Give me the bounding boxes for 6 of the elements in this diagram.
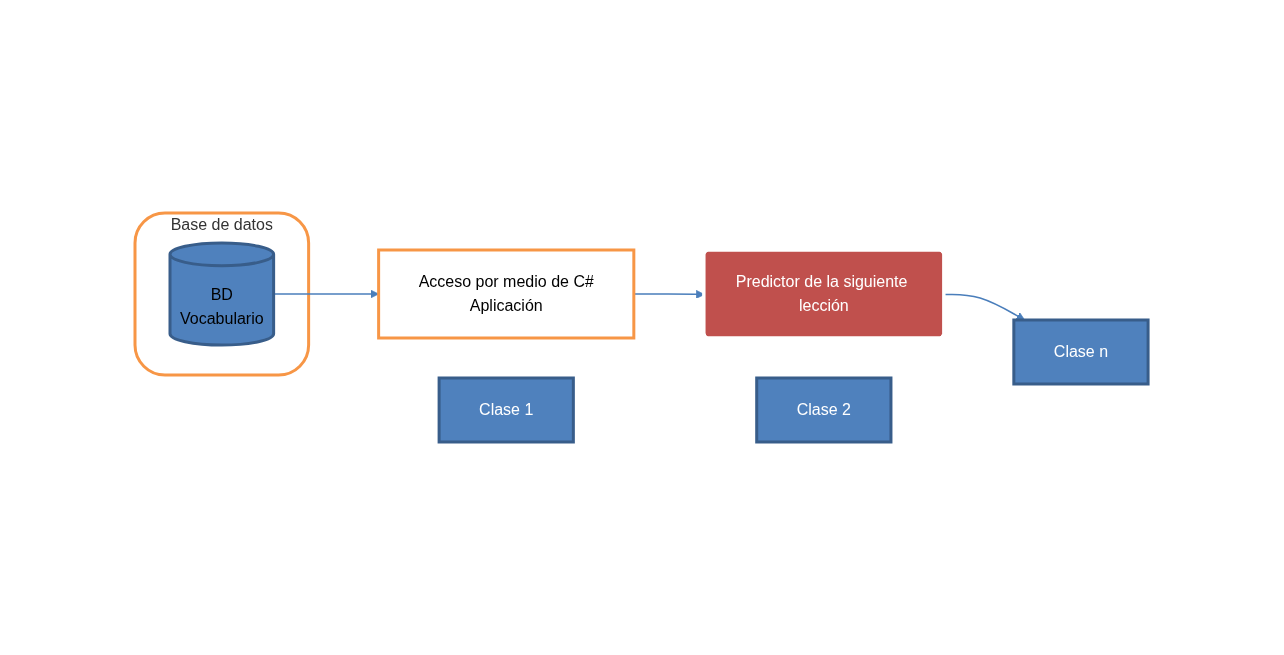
node-box: Clase n xyxy=(1012,318,1151,386)
node-box: Acceso por medio de C# Aplicación xyxy=(377,248,636,340)
node-box: Clase 1 xyxy=(438,376,576,444)
node-box: Clase 2 xyxy=(755,376,893,444)
arrow xyxy=(273,289,380,299)
arrow xyxy=(944,293,1026,321)
